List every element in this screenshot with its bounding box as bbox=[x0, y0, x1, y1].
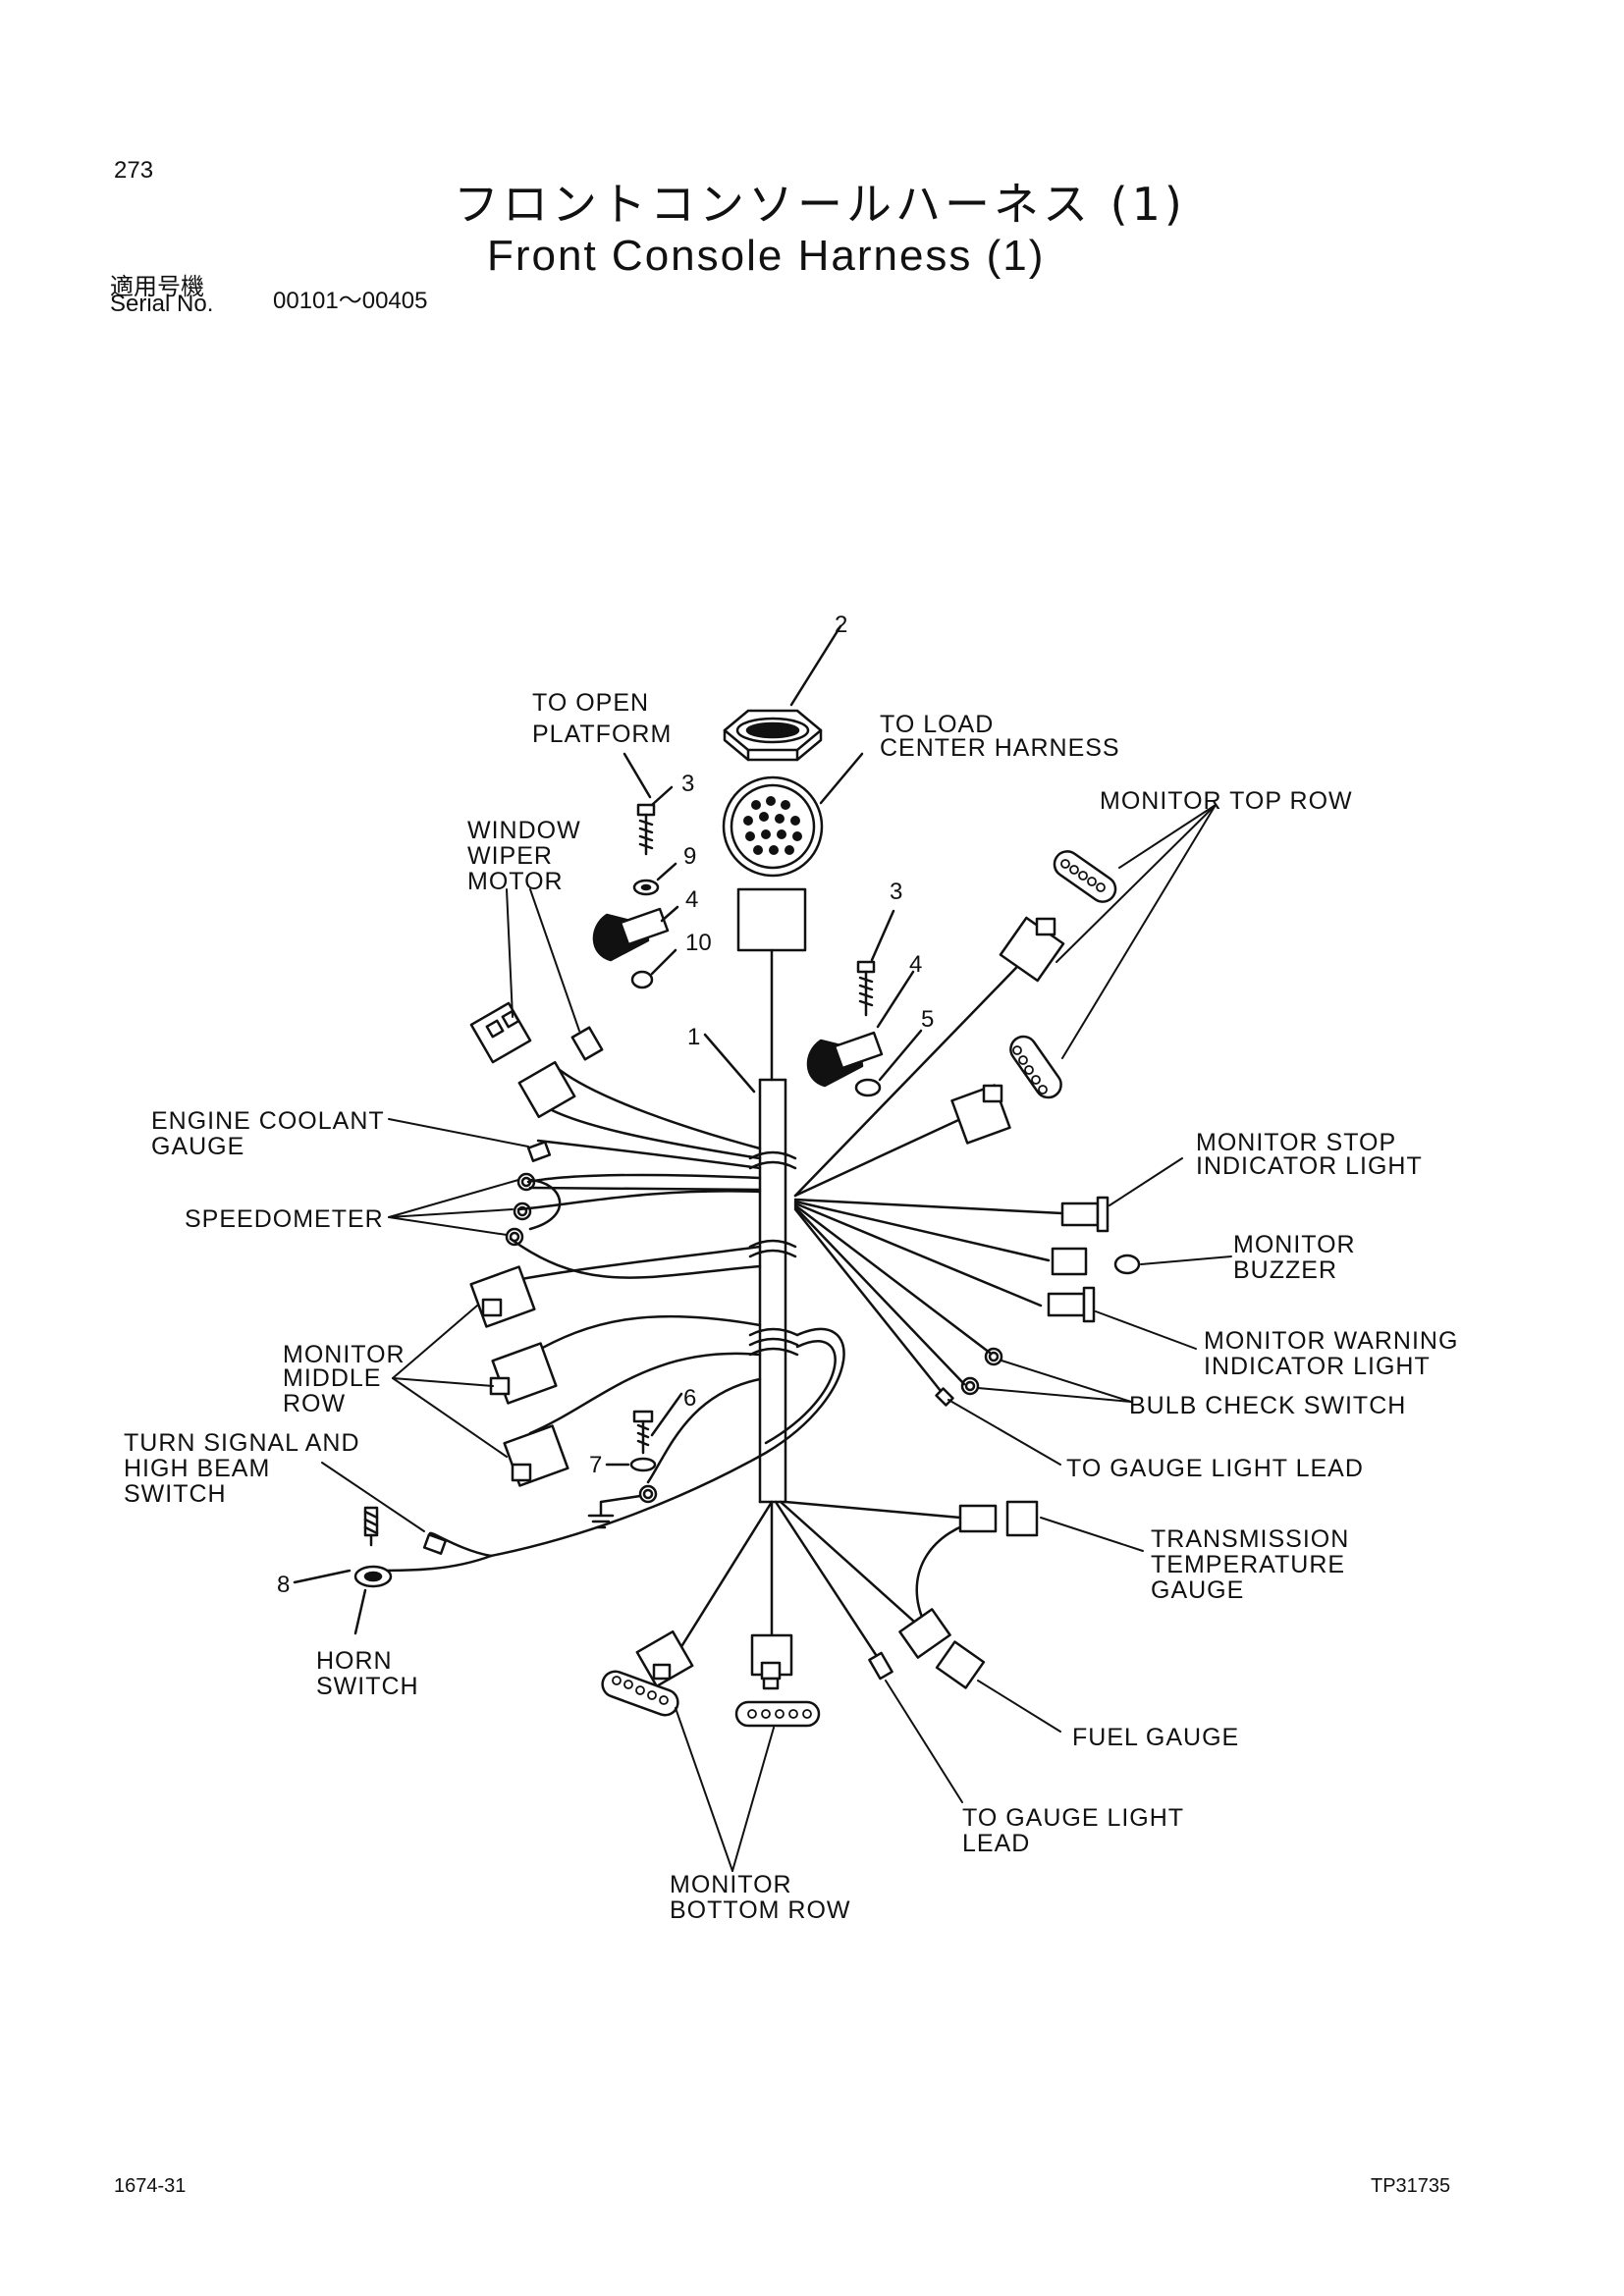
footer-left-code: 1674-31 bbox=[114, 2175, 187, 2197]
serial-label-english: Serial No. bbox=[110, 291, 214, 317]
label-engine-coolant-1: ENGINE COOLANT bbox=[151, 1107, 385, 1135]
label-to-gauge-light-lead-2a: TO GAUGE LIGHT bbox=[962, 1804, 1184, 1832]
part-number-10: 10 bbox=[685, 930, 712, 956]
part-number-3-lower: 3 bbox=[890, 879, 902, 905]
harness-trunk-part-1 bbox=[703, 887, 807, 1504]
part-number-4-upper: 4 bbox=[685, 886, 698, 913]
label-monitor-bottom-1: MONITOR bbox=[670, 1871, 792, 1898]
label-engine-coolant-2: GAUGE bbox=[151, 1133, 244, 1160]
monitor-top-row-connectors bbox=[950, 850, 1117, 1145]
label-window-wiper-2: WIPER bbox=[467, 842, 553, 870]
label-to-gauge-light-lead-1: TO GAUGE LIGHT LEAD bbox=[1066, 1455, 1364, 1482]
footer-right-code: TP31735 bbox=[1371, 2175, 1451, 2197]
serial-label-japanese: 適用号機 bbox=[110, 273, 204, 300]
label-to-open-platform-2: PLATFORM bbox=[532, 721, 672, 748]
label-turn-signal-1: TURN SIGNAL AND bbox=[124, 1429, 360, 1457]
label-monitor-stop-2: INDICATOR LIGHT bbox=[1196, 1152, 1423, 1180]
ground-bolt-parts-6-7 bbox=[587, 1392, 683, 1529]
main-connector bbox=[722, 752, 864, 878]
label-monitor-middle-1: MONITOR bbox=[283, 1341, 406, 1368]
monitor-bottom-row-connectors bbox=[601, 1629, 893, 1728]
part-number-3-upper: 3 bbox=[681, 771, 694, 797]
left-connectors bbox=[422, 1001, 604, 1555]
label-speedometer: SPEEDOMETER bbox=[185, 1205, 384, 1233]
label-transmission-2: TEMPERATURE bbox=[1151, 1551, 1345, 1578]
label-monitor-top-row: MONITOR TOP ROW bbox=[1100, 787, 1353, 815]
part-number-9: 9 bbox=[683, 843, 696, 870]
label-horn-switch-1: HORN bbox=[316, 1647, 393, 1675]
label-to-open-platform-1: TO OPEN bbox=[532, 689, 649, 717]
label-horn-switch-2: SWITCH bbox=[316, 1673, 419, 1700]
label-to-gauge-light-lead-2b: LEAD bbox=[962, 1830, 1030, 1857]
lock-nut-part-2 bbox=[723, 624, 842, 762]
horn-switch-part-8 bbox=[293, 1506, 393, 1635]
label-transmission-1: TRANSMISSION bbox=[1151, 1525, 1349, 1553]
title-english: Front Console Harness (1) bbox=[487, 232, 1046, 280]
label-turn-signal-3: SWITCH bbox=[124, 1480, 227, 1508]
label-turn-signal-2: HIGH BEAM bbox=[124, 1455, 270, 1482]
label-monitor-buzzer-1: MONITOR bbox=[1233, 1231, 1356, 1258]
part-number-2: 2 bbox=[835, 612, 847, 638]
label-window-wiper-1: WINDOW bbox=[467, 817, 581, 844]
callout-labels: TO OPEN PLATFORM TO LOAD CENTER HARNESS … bbox=[124, 612, 1458, 1924]
part-number-5: 5 bbox=[921, 1006, 934, 1033]
label-monitor-bottom-2: BOTTOM ROW bbox=[670, 1896, 851, 1924]
label-transmission-3: GAUGE bbox=[1151, 1576, 1244, 1604]
clamp-set-upper bbox=[592, 752, 679, 989]
leader-lines bbox=[321, 804, 1232, 1872]
part-number-6: 6 bbox=[683, 1385, 696, 1412]
part-number-8: 8 bbox=[277, 1572, 290, 1598]
label-fuel-gauge: FUEL GAUGE bbox=[1072, 1724, 1239, 1751]
label-monitor-buzzer-2: BUZZER bbox=[1233, 1256, 1337, 1284]
title-japanese: フロントコンソールハーネス (1) bbox=[454, 178, 1186, 231]
part-number-7: 7 bbox=[589, 1452, 602, 1478]
serial-range: 00101～00405 bbox=[273, 288, 428, 314]
label-monitor-warning-2: INDICATOR LIGHT bbox=[1204, 1353, 1431, 1380]
label-monitor-stop-1: MONITOR STOP bbox=[1196, 1129, 1396, 1156]
label-to-load-center-1: TO LOAD bbox=[880, 711, 994, 738]
part-number-4-lower: 4 bbox=[909, 951, 922, 978]
label-monitor-middle-2: MIDDLE bbox=[283, 1364, 381, 1392]
right-connectors bbox=[898, 1196, 1141, 1689]
label-bulb-check-switch: BULB CHECK SWITCH bbox=[1129, 1392, 1406, 1419]
upper-branch-wires bbox=[371, 940, 1064, 1573]
label-to-load-center-2: CENTER HARNESS bbox=[880, 734, 1120, 762]
part-number-1: 1 bbox=[687, 1024, 700, 1050]
label-window-wiper-3: MOTOR bbox=[467, 868, 564, 895]
page-number: 273 bbox=[114, 157, 154, 184]
clamp-set-lower bbox=[806, 909, 923, 1097]
label-monitor-middle-3: ROW bbox=[283, 1390, 346, 1417]
label-monitor-warning-1: MONITOR WARNING bbox=[1204, 1327, 1458, 1355]
